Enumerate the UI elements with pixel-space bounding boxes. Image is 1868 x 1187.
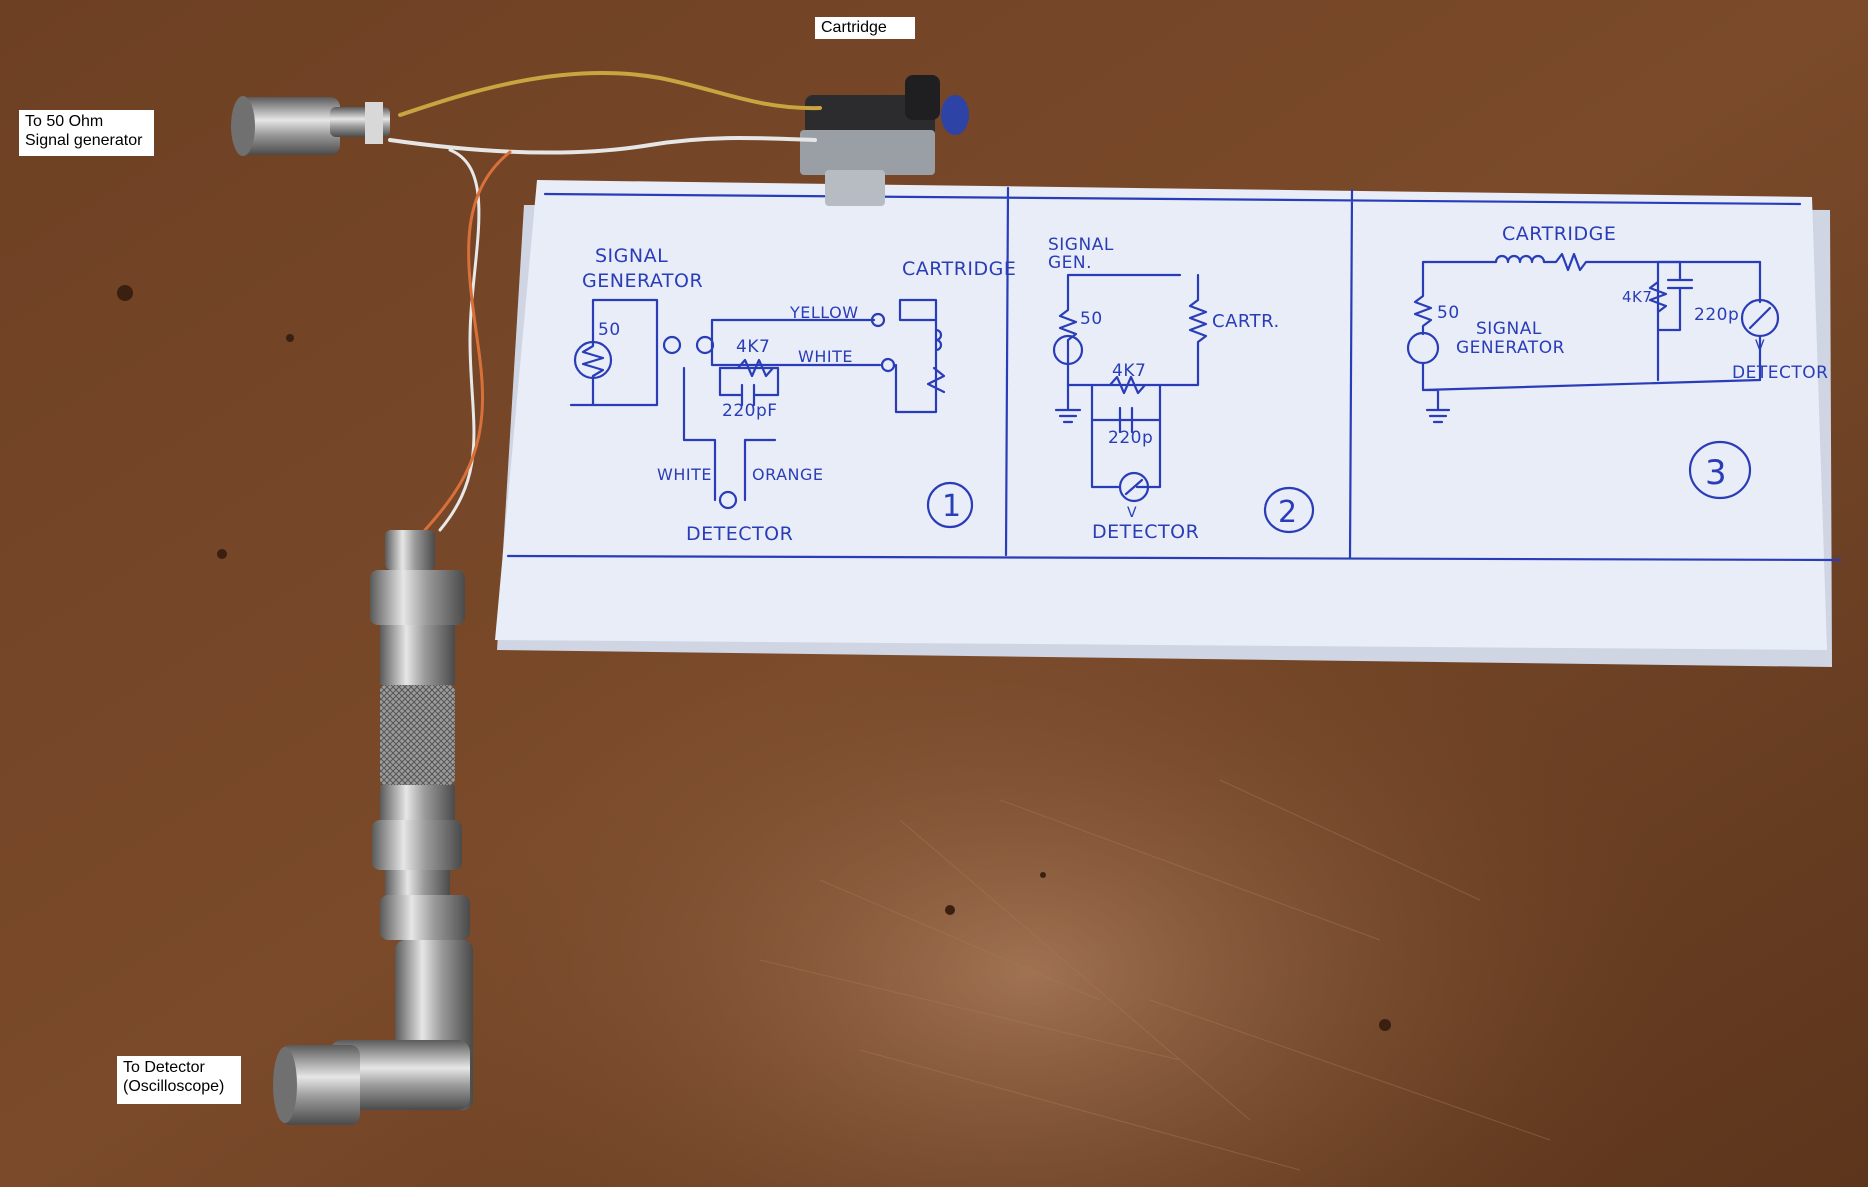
p2-gen-label: GEN. <box>1048 253 1092 273</box>
top-bnc-connector <box>231 96 390 156</box>
p1-orange-label: ORANGE <box>752 465 823 484</box>
p3-v-label: V <box>1755 338 1765 354</box>
p1-white-bottom-label: WHITE <box>657 465 712 484</box>
schematic-paper <box>495 180 1842 667</box>
p3-4k7-label: 4K7 <box>1622 288 1652 306</box>
vertical-bnc-assembly <box>273 530 473 1125</box>
p1-detector-label: DETECTOR <box>686 523 793 545</box>
p1-number: 1 <box>942 489 962 524</box>
p3-220p-label: 220p <box>1694 305 1739 325</box>
p1-generator-label: GENERATOR <box>582 270 703 292</box>
desk-spots <box>117 285 1391 1031</box>
p3-detector-label: DETECTOR <box>1732 363 1828 383</box>
p2-220p-label: 220p <box>1108 428 1153 448</box>
signal-generator-callout: To 50 Ohm Signal generator <box>19 110 154 156</box>
p1-220pf-label: 220pF <box>722 401 778 421</box>
p2-v-label: V <box>1127 505 1137 521</box>
p1-r50-label: 50 <box>598 320 621 340</box>
wires <box>388 71 822 532</box>
detector-callout: To Detector (Oscilloscope) <box>117 1056 241 1104</box>
p1-4k7-label: 4K7 <box>736 337 770 357</box>
p2-r50-label: 50 <box>1080 309 1103 329</box>
schematic-panel-2: SIGNAL GEN. 50 CARTR. 4K7 220p V DETECTO… <box>1048 235 1315 543</box>
p3-signal-label: SIGNAL <box>1476 319 1542 339</box>
p1-signal-label: SIGNAL <box>595 245 668 267</box>
p3-number: 3 <box>1705 453 1727 493</box>
cartridge-device <box>800 75 969 206</box>
p2-detector-label: DETECTOR <box>1092 521 1199 543</box>
p1-cartridge-label: CARTRIDGE <box>902 258 1016 280</box>
p1-white-top-label: WHITE <box>798 347 853 366</box>
p1-yellow-label: YELLOW <box>789 303 859 322</box>
p3-generator-label: GENERATOR <box>1456 338 1565 358</box>
p2-4k7-label: 4K7 <box>1112 361 1146 381</box>
desk-scratches <box>759 779 1551 1171</box>
p2-number: 2 <box>1278 495 1298 530</box>
p3-cartridge-label: CARTRIDGE <box>1502 223 1616 245</box>
schematic-panel-1: SIGNAL GENERATOR CARTRIDGE 50 YELLOW WHI… <box>569 245 1016 545</box>
p2-signal-label: SIGNAL <box>1048 235 1114 255</box>
cartridge-callout: Cartridge <box>815 17 915 39</box>
p2-cartr-label: CARTR. <box>1212 311 1280 332</box>
schematic-panel-3: CARTRIDGE 50 SIGNAL GENERATOR 4K7 220p V… <box>1406 223 1828 500</box>
p3-r50-label: 50 <box>1437 303 1460 323</box>
